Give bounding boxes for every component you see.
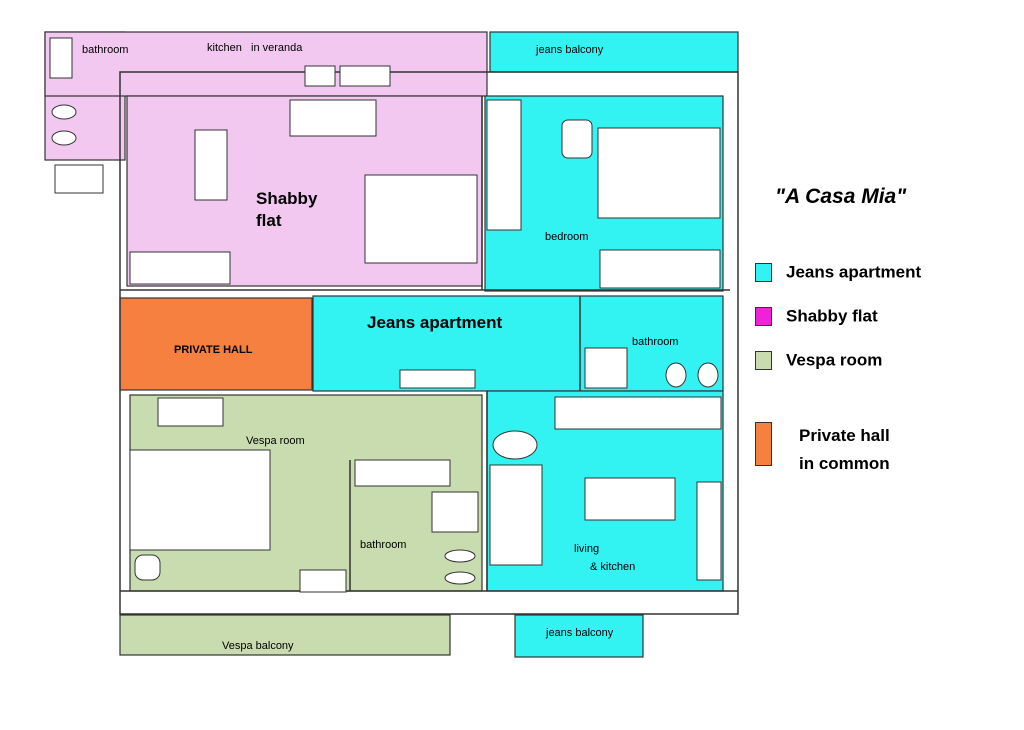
- legend-label-jeans: Jeans apartment: [786, 262, 922, 282]
- vespa-balcony-label: Vespa balcony: [222, 640, 294, 652]
- sink: [444, 549, 476, 563]
- bathroom-top-label: bathroom: [82, 44, 128, 56]
- kitchen-counter: [554, 396, 722, 430]
- legend-label-private-hall: Private hall in common: [799, 422, 890, 478]
- living-label-2: & kitchen: [590, 561, 635, 573]
- jeans-balcony-bottom-label: jeans balcony: [545, 627, 614, 639]
- kitchenette: [354, 459, 451, 487]
- single-bed: [129, 449, 271, 551]
- stove: [304, 65, 336, 87]
- legend-label-hall-line1: Private hall: [799, 426, 890, 445]
- shower: [431, 491, 479, 533]
- vespa-balcony-zone: [119, 614, 451, 656]
- bedroom-label: bedroom: [545, 231, 588, 243]
- legend-item-jeans: Jeans apartment: [755, 262, 921, 283]
- plan-title: "A Casa Mia": [775, 185, 907, 208]
- toilet: [51, 130, 77, 146]
- wardrobe: [486, 99, 522, 231]
- shower: [54, 164, 104, 194]
- jeans-balcony-top-zone: [489, 31, 739, 73]
- legend-item-private-hall: Private hall in common: [755, 422, 890, 473]
- double-bed: [364, 174, 478, 264]
- legend-swatch-jeans: [755, 263, 772, 283]
- double-bed: [597, 127, 721, 219]
- legend-swatch-vespa: [755, 351, 772, 371]
- furniture: [49, 37, 722, 593]
- legend-item-shabby: Shabby flat: [755, 306, 878, 327]
- sofa: [599, 249, 721, 289]
- dining-table: [194, 129, 228, 201]
- dining-table: [584, 477, 676, 521]
- jeans-hall-zone: [312, 295, 724, 392]
- private-hall-label: PRIVATE HALL: [174, 344, 253, 356]
- chair: [561, 119, 593, 159]
- legend-swatch-private-hall: [755, 422, 772, 466]
- outer-wall: [119, 71, 739, 615]
- private-hall-zone: [119, 297, 313, 391]
- sink: [51, 104, 77, 120]
- shower: [157, 397, 224, 427]
- counter: [399, 369, 476, 389]
- shabby-flat-label-2: flat: [256, 211, 282, 230]
- legend-swatch-shabby: [755, 307, 772, 327]
- jeans-balcony-bottom-zone: [514, 614, 644, 658]
- round-table: [492, 430, 538, 460]
- sink-unit: [339, 65, 391, 87]
- wardrobe: [289, 99, 377, 137]
- sink: [697, 362, 719, 388]
- sofa: [129, 251, 231, 285]
- sofa: [489, 464, 543, 566]
- shabby-veranda-zone: [44, 31, 488, 97]
- walls: [119, 71, 739, 615]
- bathroom-bottom-label: bathroom: [360, 539, 406, 551]
- bathtub: [49, 37, 73, 79]
- legend-label-vespa: Vespa room: [786, 350, 883, 370]
- legend-label-hall-line2: in common: [799, 454, 890, 473]
- jeans-apartment-label: Jeans apartment: [367, 313, 502, 332]
- living-label-1: living: [574, 543, 599, 555]
- jeans-balcony-top-label: jeans balcony: [535, 44, 604, 56]
- kitchen-veranda-label: kitchen in veranda: [207, 42, 303, 54]
- toilet: [444, 571, 476, 585]
- desk: [299, 569, 347, 593]
- shabby-flat-label-1: Shabby: [256, 189, 318, 208]
- legend-item-vespa: Vespa room: [755, 350, 882, 371]
- bathroom-right-label: bathroom: [632, 336, 678, 348]
- legend-label-shabby: Shabby flat: [786, 306, 878, 326]
- toilet: [665, 362, 687, 388]
- cabinet: [696, 481, 722, 581]
- vespa-room-label: Vespa room: [246, 435, 305, 447]
- shower: [584, 347, 628, 389]
- chair: [134, 554, 161, 581]
